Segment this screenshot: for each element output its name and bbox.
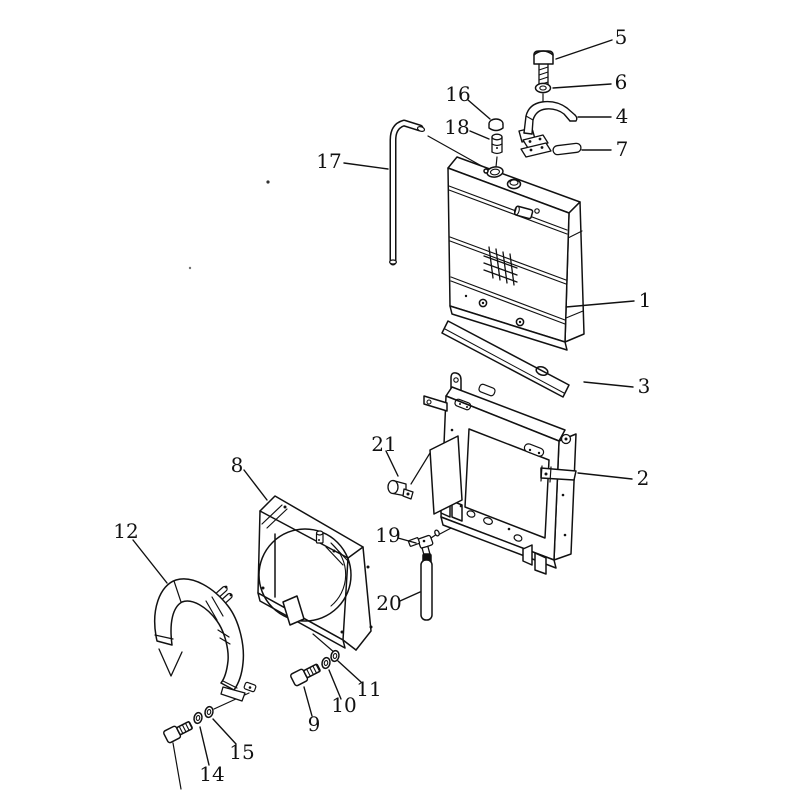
part-19-drain-cock <box>407 529 440 557</box>
callout-5: 5 <box>615 25 628 49</box>
part-7-clamp-plates <box>520 134 582 158</box>
part-4-bracket <box>518 100 578 143</box>
callout-17: 17 <box>316 149 341 173</box>
callout-14: 14 <box>199 762 224 786</box>
callout-20: 20 <box>376 591 401 615</box>
part-12-hose <box>153 578 257 702</box>
callout-11: 11 <box>356 677 381 701</box>
print-speck <box>266 180 270 184</box>
part-18-filler-fitting <box>491 133 503 155</box>
callout-15: 15 <box>229 740 254 764</box>
part-3-plate <box>441 320 570 398</box>
part-2-frame <box>423 372 577 575</box>
part-20-tube <box>420 553 433 621</box>
part-15-washer <box>204 705 214 719</box>
callout-10: 10 <box>331 693 356 717</box>
part-8-fan-shroud <box>257 495 373 651</box>
part-1-radiator <box>447 156 585 351</box>
part-17-overflow-tube <box>389 119 426 266</box>
callout-3: 3 <box>638 374 651 398</box>
part-6-washer <box>534 82 552 94</box>
core-hatch-mark <box>483 246 518 286</box>
part-bolt-lower-left <box>163 721 193 744</box>
callout-1: 1 <box>639 288 652 312</box>
assembly-lines <box>172 93 544 790</box>
callout-9: 9 <box>308 712 321 736</box>
part-16-radiator-cap <box>488 118 504 132</box>
callout-21: 21 <box>371 432 396 456</box>
callout-8: 8 <box>231 453 244 477</box>
part-11-washer <box>330 649 340 663</box>
callout-18: 18 <box>444 115 469 139</box>
callout-16: 16 <box>445 82 470 106</box>
part-10-washer <box>321 656 331 670</box>
print-speck <box>188 266 192 270</box>
part-14-washer <box>193 711 203 725</box>
callout-12: 12 <box>113 519 138 543</box>
part-21-clamp <box>387 479 414 500</box>
part-baffle-sheet <box>429 435 463 515</box>
callout-4: 4 <box>616 104 629 128</box>
callout-labels: 5 6 4 7 16 18 17 1 3 2 21 8 19 12 20 11 … <box>113 25 651 786</box>
part-9-bolt <box>290 663 321 687</box>
callout-2: 2 <box>637 466 650 490</box>
callout-19: 19 <box>375 523 400 547</box>
leader-lines <box>132 39 635 766</box>
callout-7: 7 <box>616 137 629 161</box>
callout-6: 6 <box>615 70 628 94</box>
